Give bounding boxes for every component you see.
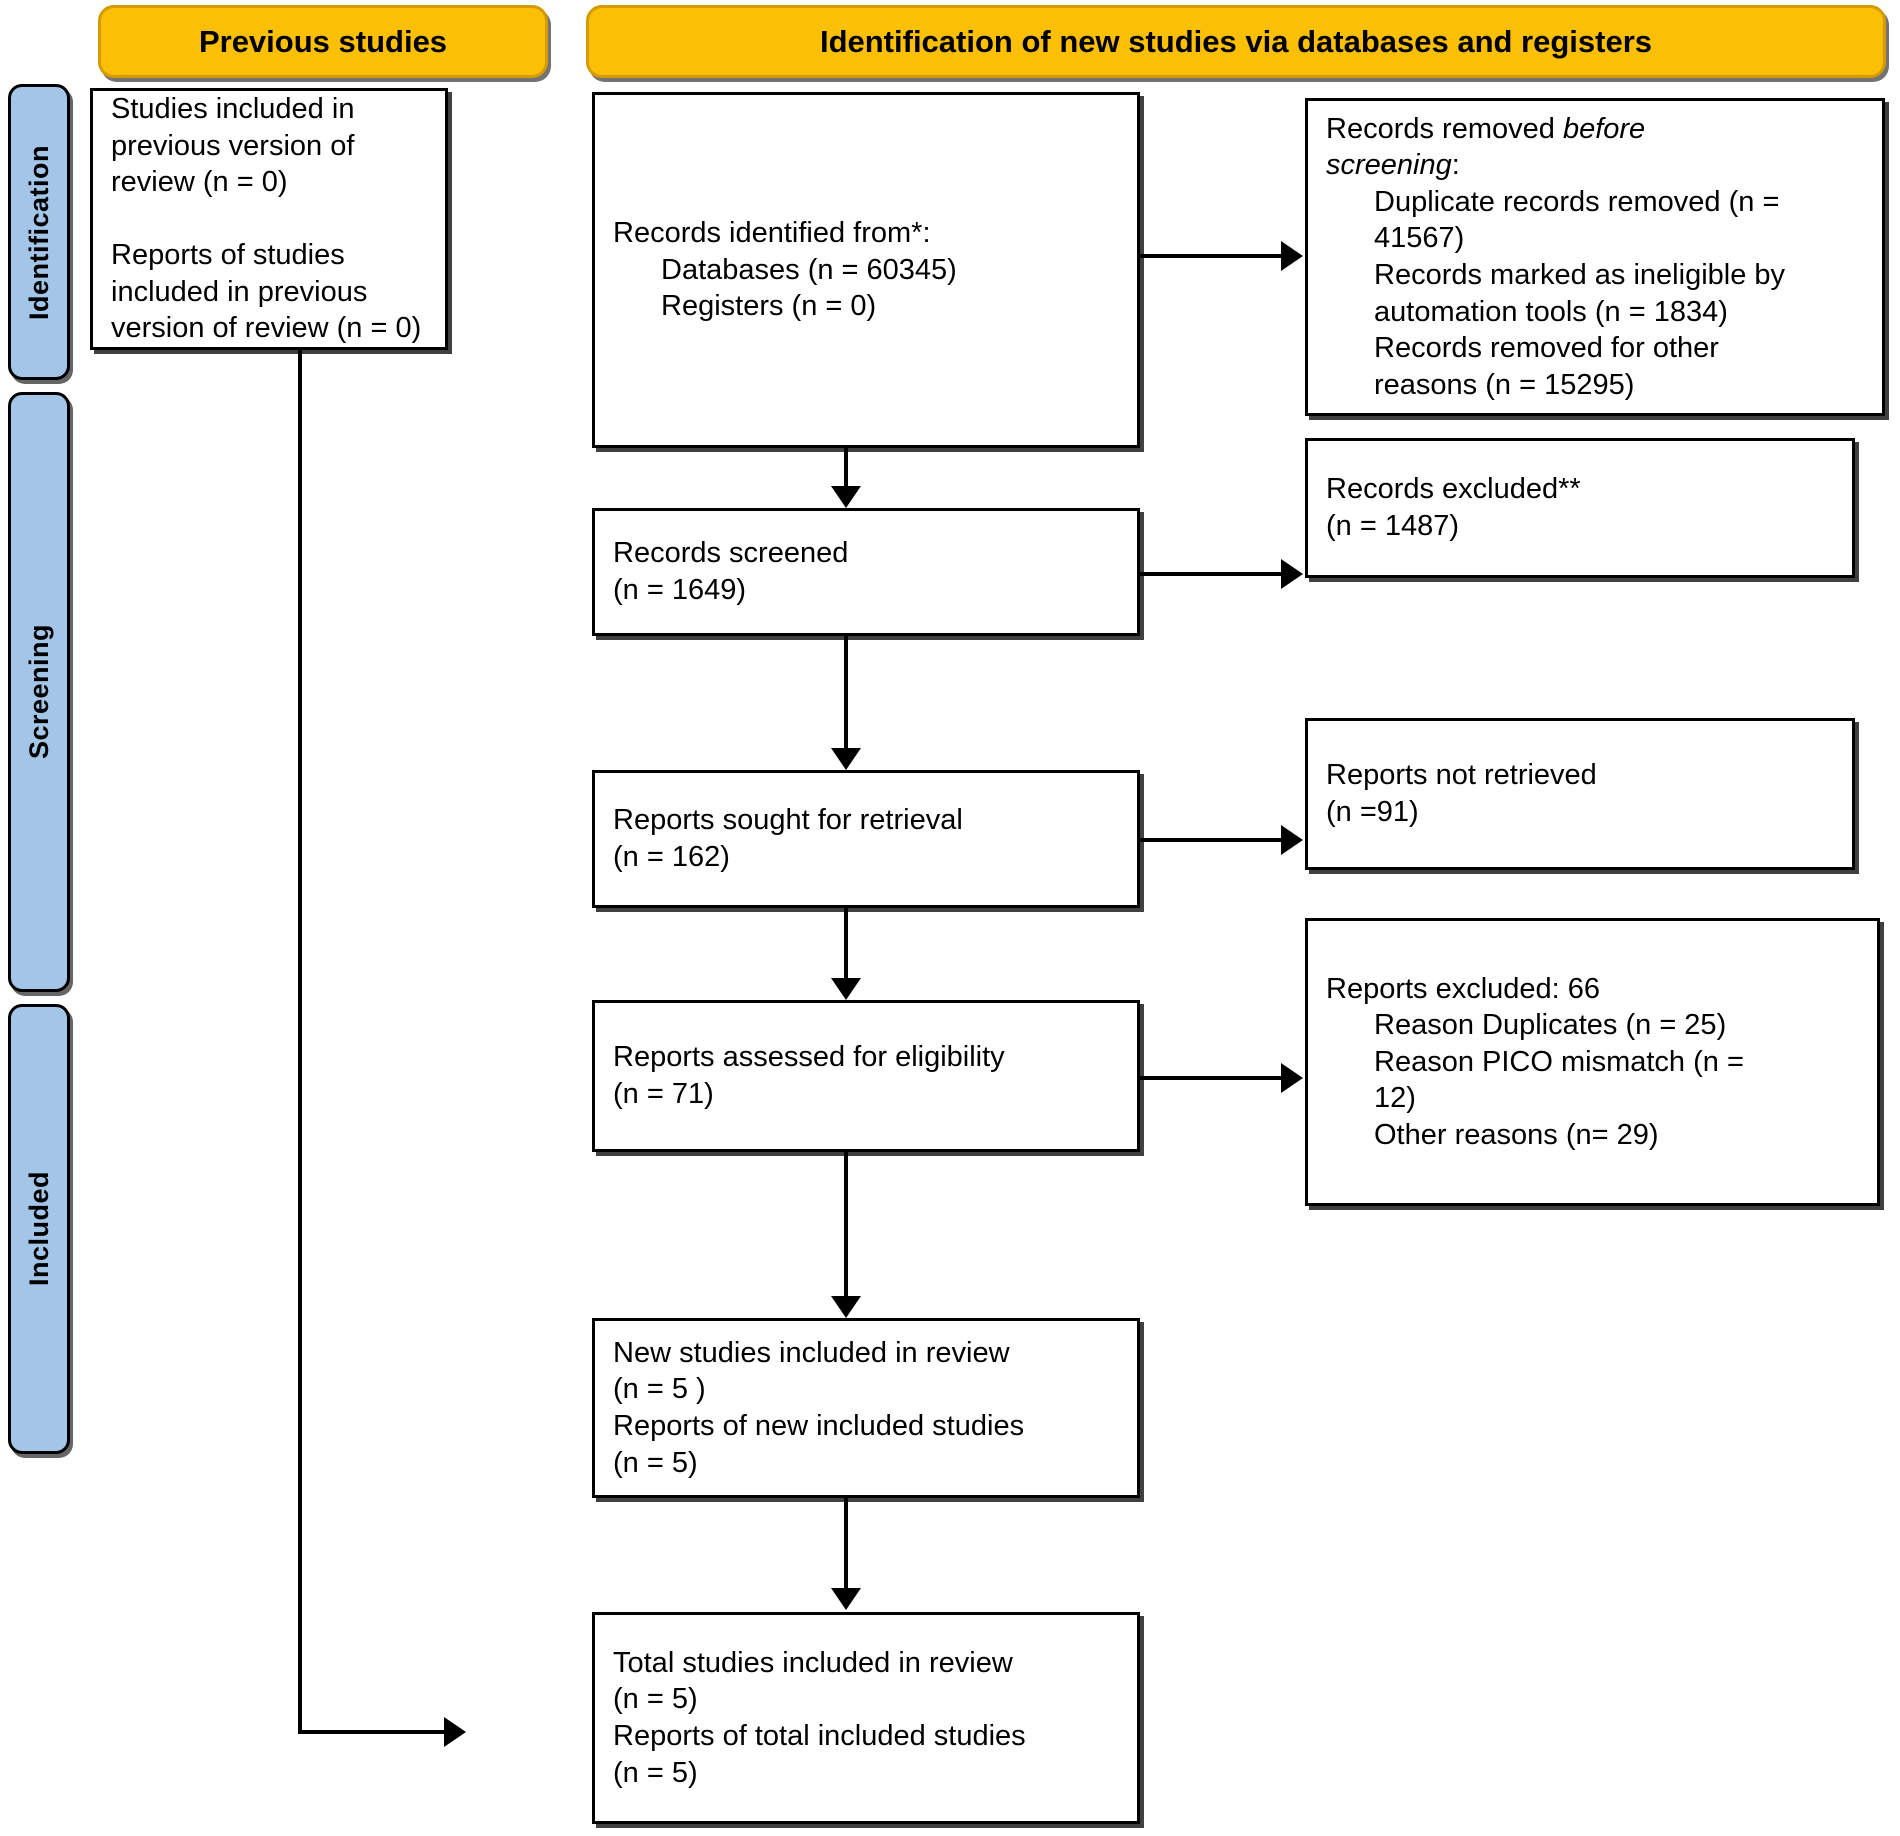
arrowhead-new-to-total-included: [831, 1588, 861, 1610]
box-reports-not-retrieved: Reports not retrieved (n =91): [1305, 718, 1855, 870]
box-line: Records removed before: [1326, 111, 1864, 148]
arrowhead-sought-to-assessed: [831, 978, 861, 1000]
box-line-text: Records removed: [1326, 112, 1563, 145]
box-line: Reason Duplicates (n = 25): [1374, 1009, 1727, 1042]
box-records-excluded: Records excluded** (n = 1487): [1305, 438, 1855, 578]
box-line: (n =91): [1326, 796, 1419, 828]
box-line-emphasis: before: [1562, 112, 1646, 145]
phase-tab-identification: Identification: [8, 84, 70, 380]
connector-previous-to-total-horizontal: [298, 1730, 446, 1734]
box-records-identified: Records identified from*: Databases (n =…: [592, 92, 1140, 448]
box-line: (n = 1649): [613, 574, 747, 606]
connector-assessed-to-reports-excluded: [1140, 1076, 1283, 1080]
box-line: New studies included in review: [613, 1336, 1010, 1369]
box-line: Reports sought for retrieval: [613, 804, 963, 837]
box-line: included in previous: [111, 275, 368, 308]
box-line: (n = 5 ): [613, 1373, 706, 1406]
box-line: screening:: [1326, 147, 1864, 184]
box-line: (n = 71): [613, 1078, 714, 1110]
connector-identified-to-removed: [1140, 254, 1283, 258]
box-total-studies-included: Total studies included in review (n = 5)…: [592, 1612, 1140, 1824]
box-line: Registers (n = 0): [661, 290, 877, 323]
connector-sought-to-assessed: [844, 908, 848, 980]
box-reports-excluded: Reports excluded: 66 Reason Duplicates (…: [1305, 918, 1880, 1206]
connector-previous-to-total-vertical: [298, 350, 302, 1732]
box-records-screened: Records screened (n = 1649): [592, 508, 1140, 636]
header-previous-studies-label: Previous studies: [198, 23, 448, 59]
box-line: Reports of total included studies: [613, 1720, 1026, 1752]
box-previous-studies-included: Studies included in previous version of …: [90, 88, 448, 350]
connector-assessed-to-new-included: [844, 1152, 848, 1296]
phase-tab-identification-label: Identification: [23, 144, 54, 320]
box-line: Reports of new included studies: [613, 1410, 1025, 1442]
box-line: Other reasons (n= 29): [1374, 1118, 1659, 1151]
arrowhead-screened-to-sought: [831, 748, 861, 770]
phase-tab-screening: Screening: [8, 392, 70, 992]
header-identification-new-studies-label: Identification of new studies via databa…: [819, 23, 1653, 59]
arrowhead-screened-to-excluded: [1281, 559, 1303, 589]
box-line: Total studies included in review: [613, 1646, 1013, 1679]
box-line: automation tools (n = 1834): [1374, 295, 1728, 328]
box-line: Studies included in: [111, 93, 355, 126]
box-reports-assessed-for-eligibility: Reports assessed for eligibility (n = 71…: [592, 1000, 1140, 1152]
arrowhead-identified-to-screened: [831, 486, 861, 508]
arrowhead-assessed-to-reports-excluded: [1281, 1063, 1303, 1093]
box-line: Reports of studies: [111, 239, 345, 272]
box-line: Reports not retrieved: [1326, 759, 1597, 792]
box-line: review (n = 0): [111, 166, 288, 199]
box-line: Records marked as ineligible by: [1374, 259, 1786, 291]
box-line: reasons (n = 15295): [1374, 368, 1635, 401]
arrowhead-previous-to-total: [444, 1717, 466, 1747]
connector-identified-to-screened: [844, 448, 848, 488]
box-line: (n = 5): [613, 1756, 698, 1789]
connector-sought-to-not-retrieved: [1140, 838, 1283, 842]
header-previous-studies: Previous studies: [98, 5, 548, 78]
box-line: Reports excluded: 66: [1326, 972, 1601, 1005]
box-line-text: :: [1451, 149, 1460, 182]
box-line: previous version of: [111, 129, 355, 162]
box-line: (n = 5): [613, 1446, 698, 1479]
box-line: Records screened: [613, 537, 849, 570]
header-identification-new-studies: Identification of new studies via databa…: [586, 5, 1886, 78]
box-line: 41567): [1374, 222, 1465, 255]
box-line: (n = 5): [613, 1683, 698, 1716]
box-line: Reports assessed for eligibility: [613, 1041, 1005, 1074]
box-new-studies-included: New studies included in review (n = 5 ) …: [592, 1318, 1140, 1498]
arrowhead-sought-to-not-retrieved: [1281, 825, 1303, 855]
box-line-emphasis: screening: [1326, 149, 1452, 182]
box-line: (n = 1487): [1326, 510, 1460, 542]
connector-screened-to-excluded: [1140, 572, 1283, 576]
box-reports-sought-for-retrieval: Reports sought for retrieval (n = 162): [592, 770, 1140, 908]
connector-new-to-total-included: [844, 1498, 848, 1590]
box-line: 12): [1374, 1082, 1416, 1115]
phase-tab-included-label: Included: [23, 1171, 54, 1287]
connector-screened-to-sought: [844, 636, 848, 748]
box-line: Records removed for other: [1374, 332, 1719, 365]
arrowhead-identified-to-removed: [1281, 241, 1303, 271]
phase-tab-included: Included: [8, 1004, 70, 1454]
box-line: Duplicate records removed (n =: [1374, 185, 1780, 218]
box-line: Records identified from*:: [613, 217, 931, 250]
box-line: version of review (n = 0): [111, 312, 422, 345]
box-records-removed-before-screening: Records removed before screening: Duplic…: [1305, 98, 1885, 416]
arrowhead-assessed-to-new-included: [831, 1296, 861, 1318]
box-line-spacer: [111, 201, 427, 238]
box-line: Records excluded**: [1326, 473, 1581, 506]
box-line: Reason PICO mismatch (n =: [1374, 1045, 1744, 1078]
box-line: Databases (n = 60345): [661, 253, 957, 286]
box-line: (n = 162): [613, 841, 730, 873]
phase-tab-screening-label: Screening: [23, 624, 54, 760]
